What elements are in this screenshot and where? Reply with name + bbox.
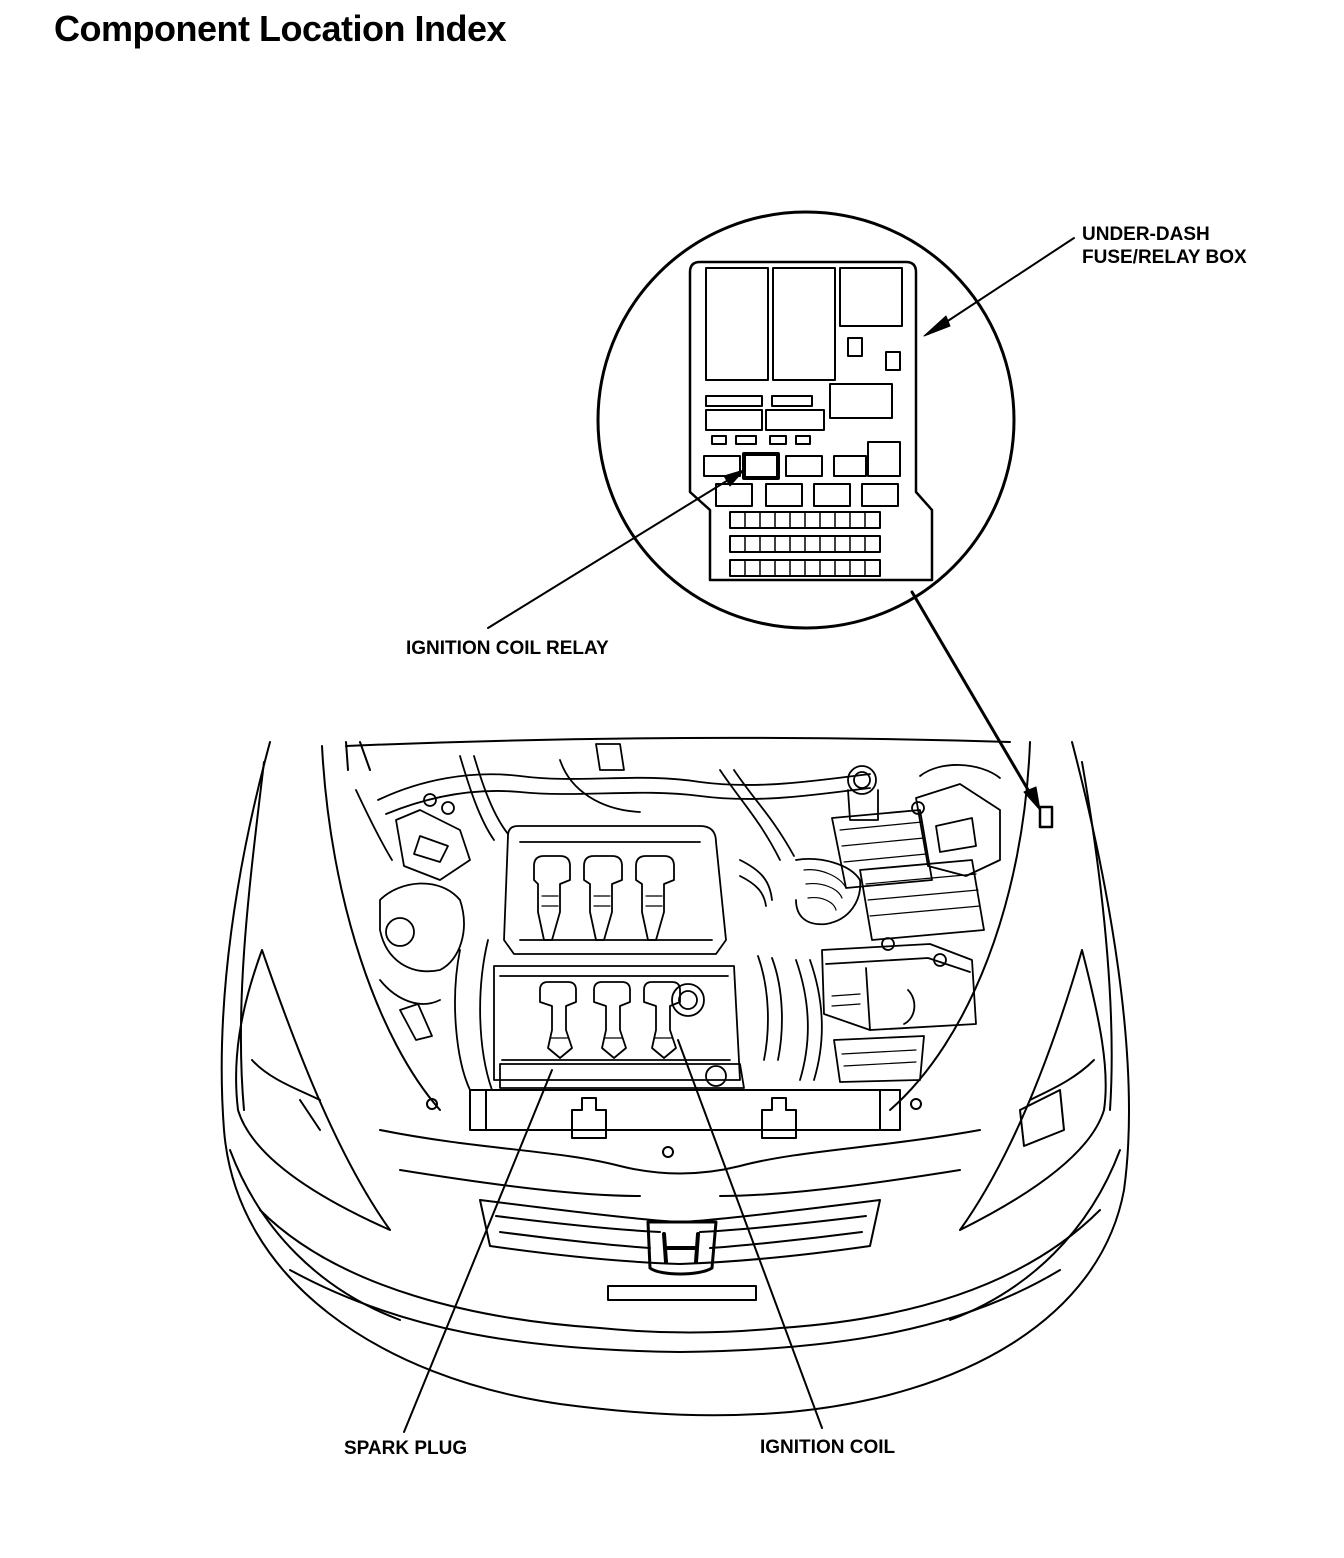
fuse-box-outline [690,262,932,580]
page-title: Component Location Index [54,8,507,49]
detail-connector [912,592,1034,800]
ignition-coil-leader [678,1040,822,1428]
callout-under-dash-fuse-relay-box: UNDER-DASH FUSE/RELAY BOX [1082,223,1247,269]
fuse-box-leader [928,238,1074,334]
rear-ignition-coils [534,856,674,940]
engine [356,744,1000,1090]
front-cylinder-head [494,966,740,1080]
callout-fuse-box-line-1: UNDER-DASH [1082,224,1210,245]
air-cleaner [832,810,932,888]
brand-logo [648,1222,716,1274]
callout-ignition-coil: IGNITION COIL [760,1437,896,1458]
callout-ignition-coil-relay: IGNITION COIL RELAY [406,638,609,659]
battery [822,944,976,1030]
fuse-box-location-marker [1040,807,1052,827]
detail-circle [598,212,1014,628]
front-ignition-coils [540,982,680,1058]
relay-leader [488,474,738,628]
leader-lines [404,238,1074,1432]
grille [480,1200,880,1264]
fuse-rows [730,512,880,576]
fuse-box-detail [598,212,1052,827]
callout-spark-plug: SPARK PLUG [344,1438,468,1459]
right-headlight [960,950,1106,1230]
ignition-coil-relay-box [744,454,778,478]
car-body [222,738,1129,1415]
rear-cylinder-head [504,826,726,954]
left-headlight [236,950,390,1230]
oil-filler-cap [672,984,704,1016]
callout-fuse-box-line-2: FUSE/RELAY BOX [1082,247,1247,268]
